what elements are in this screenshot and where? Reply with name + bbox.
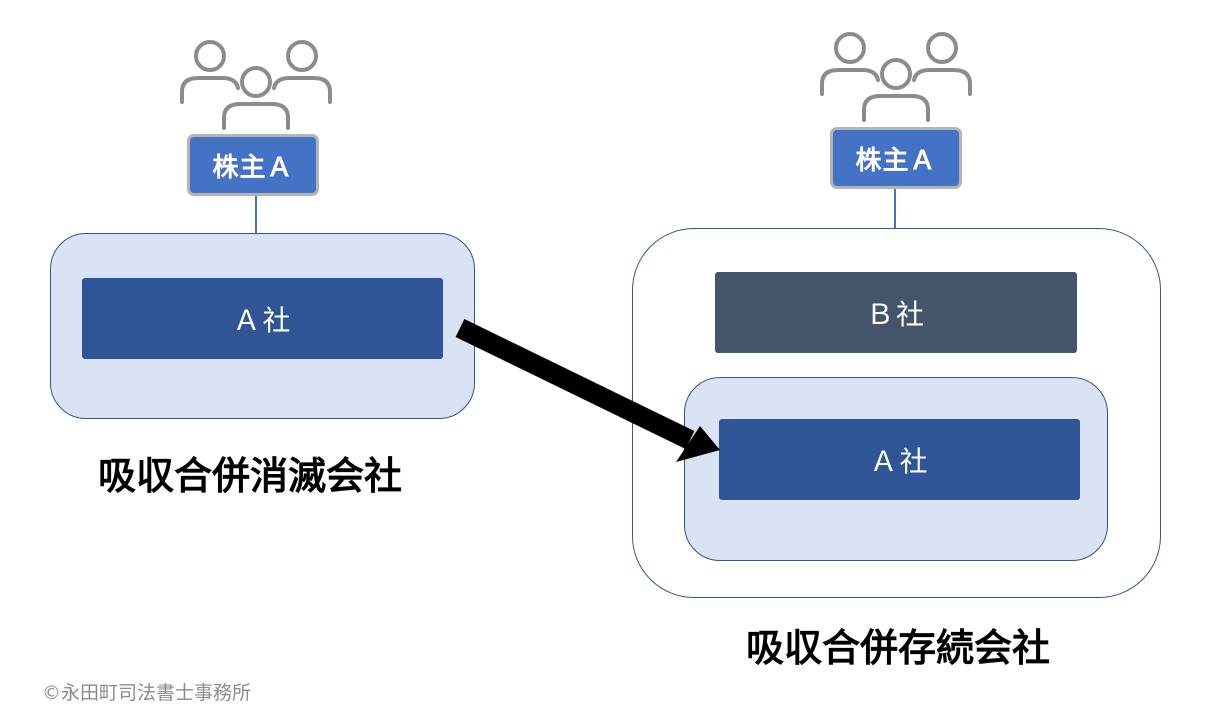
people-group-icon: [820, 32, 972, 122]
shareholder-label: 株主Ａ: [212, 152, 294, 183]
shareholder-a-badge-left: 株主Ａ: [187, 134, 319, 196]
surviving-company-caption: 吸収合併存続会社: [746, 626, 1051, 670]
company-a-label: Ａ社: [232, 303, 293, 337]
company-a-label: Ａ社: [869, 444, 930, 478]
arrow-shaft: [455, 319, 695, 449]
shareholder-label: 株主Ａ: [855, 145, 937, 176]
copyright-notice: ©永田町司法書士事務所: [42, 682, 252, 704]
company-a-box-right: Ａ社: [719, 419, 1080, 500]
connector-line-left: [255, 196, 257, 234]
company-b-label: Ｂ社: [865, 297, 926, 331]
arrow-head: [676, 426, 720, 462]
people-group-icon: [180, 40, 332, 130]
company-b-box: Ｂ社: [715, 272, 1077, 353]
company-a-box-left: Ａ社: [82, 278, 443, 359]
connector-line-right: [894, 189, 896, 229]
absorbed-company-caption: 吸収合併消滅会社: [98, 454, 403, 498]
shareholder-a-badge-right: 株主Ａ: [830, 127, 962, 189]
